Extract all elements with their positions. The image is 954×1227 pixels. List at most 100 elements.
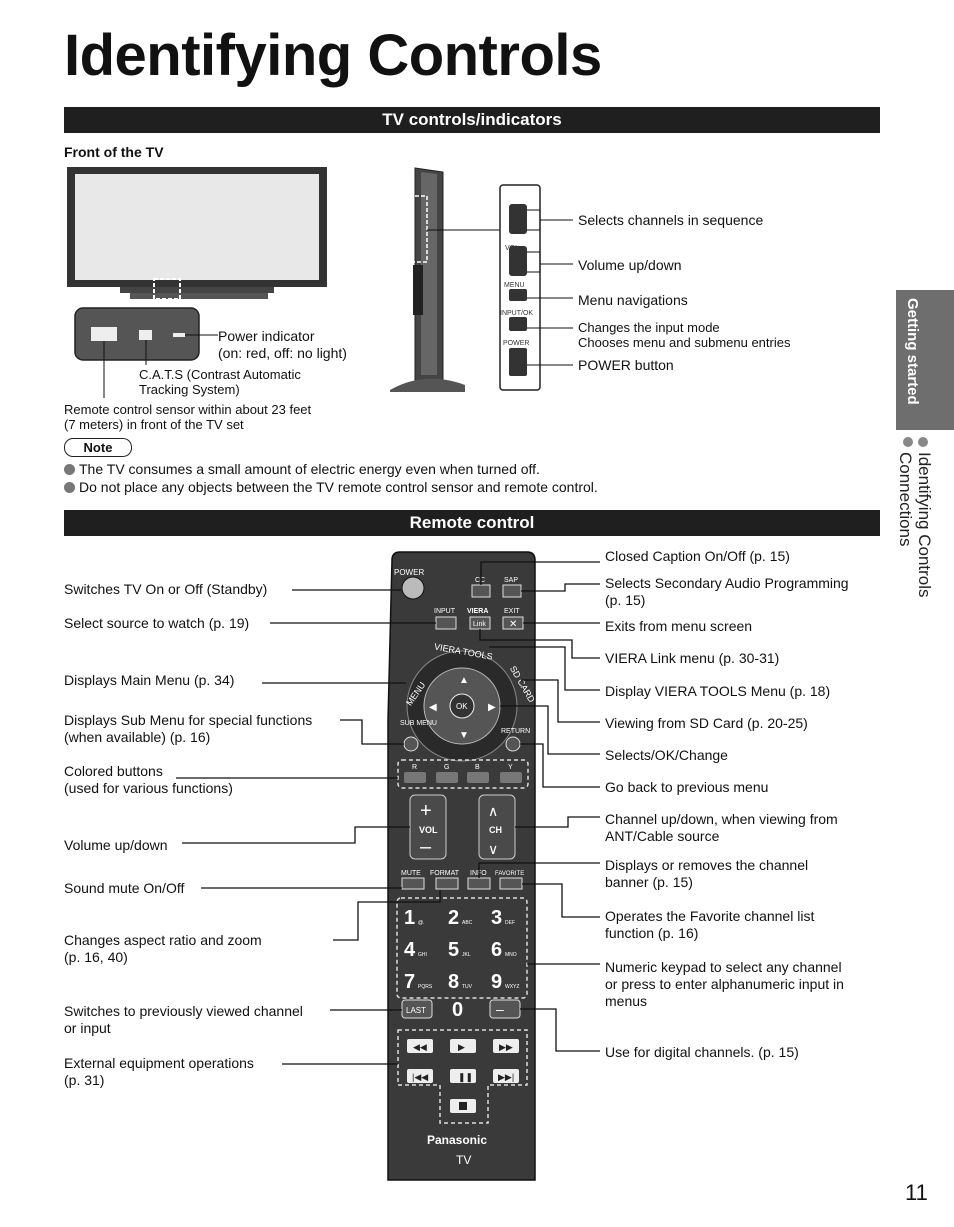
bullet-icon: [64, 464, 75, 475]
key-2: 2: [448, 907, 459, 929]
remote-brand: Panasonic: [427, 1133, 487, 1147]
side-bullet-icon: [903, 437, 913, 447]
arrow-down-icon: ▼: [459, 730, 469, 741]
key-4-letters: GHI: [418, 952, 427, 958]
remote-ch-label: CH: [489, 825, 502, 835]
callout-volume: Volume up/down: [578, 257, 682, 273]
remote-sap-label: SAP: [504, 577, 518, 584]
key-6: 6: [491, 939, 502, 961]
callout-closed-caption: Closed Caption On/Off (p. 15): [605, 548, 790, 564]
key-5: 5: [448, 939, 459, 961]
remote-input-label: INPUT: [434, 608, 456, 615]
side-tab-connections: Connections: [896, 452, 915, 547]
key-3: 3: [491, 907, 502, 929]
remote-exit-label: EXIT: [504, 608, 520, 615]
callout-channel-banner: Displays or removes the channel banner (…: [605, 857, 809, 890]
remote-cc-label: CC: [475, 577, 485, 584]
remote-favorite-label: FAVORITE: [495, 871, 524, 877]
key-2-letters: ABC: [462, 920, 473, 926]
remote-format-label: FORMAT: [430, 870, 460, 877]
callout-external-equipment: External equipment operations (p. 31): [64, 1055, 254, 1088]
color-r-label: R: [412, 764, 417, 771]
callout-input-mode: Changes the input mode Chooses menu and …: [578, 320, 791, 350]
rewind-icon: ◀◀: [413, 1042, 427, 1052]
callout-menu-nav: Menu navigations: [578, 292, 688, 308]
callout-sd-card: Viewing from SD Card (p. 20-25): [605, 715, 808, 731]
remote-viera-label: VIERA: [467, 608, 488, 615]
callout-colored-buttons: Colored buttons (used for various functi…: [64, 763, 233, 796]
vol-plus-icon: +: [420, 800, 432, 822]
callout-channels-sequence: Selects channels in sequence: [578, 212, 764, 228]
remote-tv-label: TV: [456, 1153, 471, 1167]
front-of-tv-label: Front of the TV: [64, 144, 164, 160]
callout-favorite: Operates the Favorite channel list funct…: [605, 908, 815, 941]
callout-power-standby: Switches TV On or Off (Standby): [64, 581, 268, 597]
key-8-letters: TUV: [462, 984, 473, 990]
key-1: 1: [404, 907, 415, 929]
key-9-letters: WXYZ: [505, 984, 519, 990]
fast-forward-icon: ▶▶: [499, 1042, 513, 1052]
key-6-letters: MNO: [505, 952, 517, 958]
bullet-icon: [64, 482, 75, 493]
skip-forward-icon: ▶▶|: [498, 1072, 514, 1082]
remote-illustration: POWER CC SAP INPUT VIERA Link EXIT ✕ OK …: [176, 551, 600, 1181]
side-bullet-icon: [918, 437, 928, 447]
callout-viera-tools: Display VIERA TOOLS Menu (p. 18): [605, 683, 831, 699]
key-7: 7: [404, 971, 415, 993]
page-number: 11: [905, 1180, 928, 1205]
callout-sub-menu: Displays Sub Menu for special functions …: [64, 712, 313, 745]
callout-power-button: POWER button: [578, 357, 674, 373]
ch-up-icon: ∧: [488, 803, 498, 819]
remote-last-label: LAST: [406, 1006, 426, 1015]
arrow-left-icon: ◀: [429, 702, 437, 713]
stop-icon: [459, 1102, 467, 1110]
key-1-letters: @.: [418, 920, 424, 926]
side-vol-label: VOL: [505, 245, 519, 252]
key-5-letters: JKL: [462, 952, 471, 958]
callout-select-ok: Selects/OK/Change: [605, 747, 728, 763]
key-0: 0: [452, 999, 463, 1021]
vol-minus-icon: –: [420, 836, 432, 858]
remote-submenu-label: SUB MENU: [400, 720, 437, 727]
power-indicator-label: Power indicator (on: red, off: no light): [218, 328, 347, 361]
callout-exit: Exits from menu screen: [605, 618, 753, 634]
arrow-right-icon: ▶: [488, 702, 496, 713]
pause-icon: ❚❚: [458, 1072, 473, 1083]
callout-channel-updown: Channel up/down, when viewing from ANT/C…: [605, 811, 838, 844]
ch-down-icon: ∨: [488, 841, 498, 857]
remote-ok-label: OK: [456, 702, 468, 711]
callout-digital-channels: Use for digital channels. (p. 15): [605, 1044, 799, 1060]
key-3-letters: DEF: [505, 920, 515, 926]
remote-control-header: Remote control: [64, 510, 880, 536]
note-item-2: Do not place any objects between the TV …: [64, 479, 598, 495]
side-tab-identifying-controls: Identifying Controls: [915, 452, 934, 598]
play-icon: ▶: [458, 1042, 465, 1052]
remote-return-label: RETURN: [501, 728, 530, 735]
key-8: 8: [448, 971, 459, 993]
side-tab: [896, 290, 954, 430]
page-title: Identifying Controls: [64, 23, 602, 88]
note-item-1: The TV consumes a small amount of electr…: [64, 461, 540, 477]
exit-x-icon: ✕: [509, 619, 517, 630]
remote-power-label: POWER: [394, 568, 424, 577]
callout-viera-link: VIERA Link menu (p. 30-31): [605, 650, 780, 666]
key-7-letters: PQRS: [418, 984, 433, 990]
remote-link-label: Link: [473, 621, 486, 628]
callout-numeric-keypad: Numeric keypad to select any channel or …: [605, 959, 844, 1009]
callout-main-menu: Displays Main Menu (p. 34): [64, 672, 235, 688]
side-menu-label: MENU: [504, 282, 525, 289]
callout-sap: Selects Secondary Audio Programming (p. …: [605, 575, 849, 608]
remote-mute-label: MUTE: [401, 870, 421, 877]
remote-vol-label: VOL: [419, 825, 438, 835]
tv-front-illustration: [67, 167, 327, 398]
key-9: 9: [491, 971, 502, 993]
callout-volume-remote: Volume up/down: [64, 837, 168, 853]
remote-sensor-label: Remote control sensor within about 23 fe…: [64, 402, 312, 432]
note-badge: Note: [64, 438, 132, 457]
callout-select-source: Select source to watch (p. 19): [64, 615, 250, 631]
callout-last-channel: Switches to previously viewed channel or…: [64, 1003, 303, 1036]
dash-icon: –: [496, 1001, 504, 1017]
key-4: 4: [404, 939, 416, 961]
skip-back-icon: |◀◀: [412, 1072, 428, 1082]
color-y-label: Y: [508, 764, 513, 771]
